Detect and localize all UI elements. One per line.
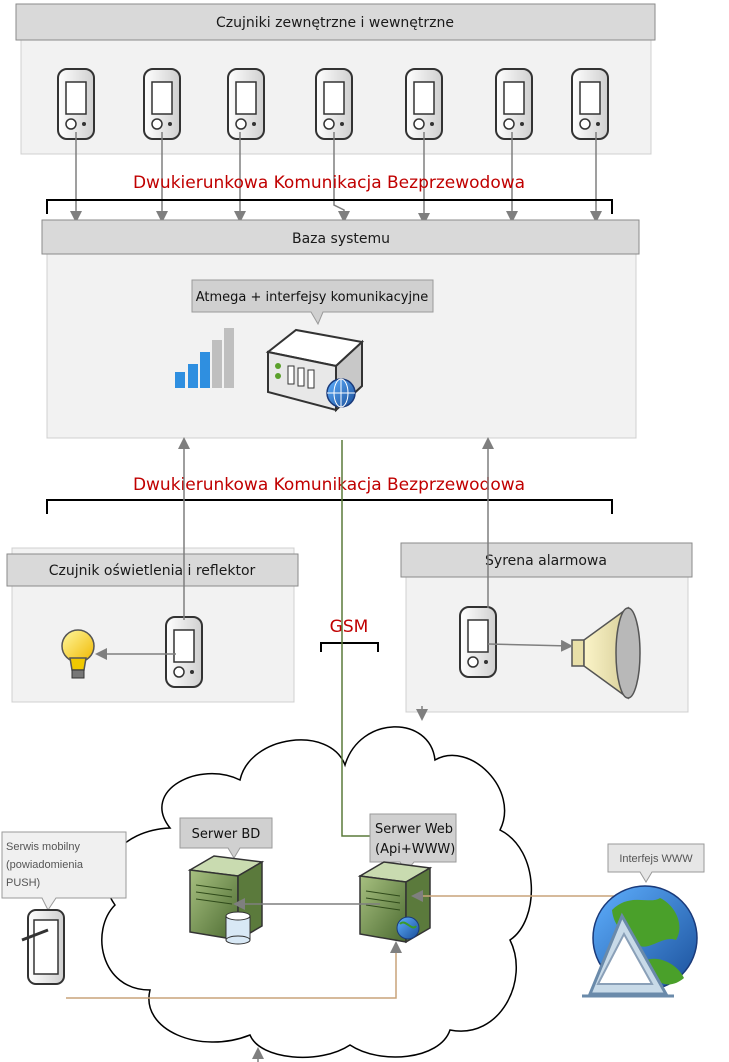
triangle-marker-icon bbox=[582, 912, 674, 998]
tablet-icon[interactable] bbox=[21, 909, 65, 985]
base-panel: Baza systemu bbox=[41, 219, 640, 439]
signal-bars-icon bbox=[175, 328, 234, 388]
mobile-service-line-2: (powiadomienia bbox=[6, 859, 84, 871]
light-sensor-device[interactable] bbox=[165, 616, 203, 688]
gsm-label: GSM bbox=[330, 617, 369, 637]
sensors-panel-title: Czujniki zewnętrzne i wewnętrzne bbox=[216, 15, 454, 31]
db-server-label: Serwer BD bbox=[192, 827, 261, 842]
sensor-arrows bbox=[70, 132, 602, 225]
www-interface-callout: Interfejs WWW bbox=[607, 843, 705, 883]
siren-panel-title: Syrena alarmowa bbox=[485, 553, 607, 569]
lightbulb-icon bbox=[61, 629, 95, 679]
base-callout: Atmega + interfejsy komunikacyjne bbox=[191, 279, 434, 326]
comm-label-top: Dwukierunkowa Komunikacja Bezprzewodowa bbox=[133, 173, 525, 193]
db-server-callout: Serwer BD bbox=[179, 817, 273, 859]
gsm-bracket bbox=[320, 642, 379, 652]
sensor-device-2[interactable] bbox=[143, 68, 181, 140]
siren-device[interactable] bbox=[459, 606, 497, 678]
base-header bbox=[41, 219, 640, 255]
web-server-label-1: Serwer Web bbox=[375, 822, 453, 837]
light-panel-title: Czujnik oświetlenia i reflektor bbox=[49, 563, 256, 579]
www-interface-label: Interfejs WWW bbox=[619, 853, 693, 865]
web-server-icon bbox=[357, 861, 433, 944]
sensor-device-6[interactable] bbox=[495, 68, 533, 140]
sensors-panel-header bbox=[15, 3, 656, 41]
cloud-shape bbox=[101, 726, 533, 1059]
light-panel: Czujnik oświetlenia i reflektor bbox=[6, 547, 299, 703]
speaker-icon bbox=[571, 606, 641, 700]
mobile-service-line-1: Serwis mobilny bbox=[6, 841, 80, 853]
mobile-service-callout: Serwis mobilny (powiadomienia PUSH) bbox=[1, 831, 127, 911]
base-callout-text: Atmega + interfejsy komunikacyjne bbox=[196, 290, 429, 305]
base-title: Baza systemu bbox=[292, 231, 390, 247]
base-server-icon bbox=[265, 328, 365, 413]
sensor-device-4[interactable] bbox=[315, 68, 353, 140]
gsm-line bbox=[341, 440, 370, 837]
siren-panel-header bbox=[400, 542, 693, 578]
siren-panel: Syrena alarmowa bbox=[400, 542, 693, 713]
mobile-to-web-line bbox=[66, 941, 402, 999]
sensor-device-5[interactable] bbox=[405, 68, 443, 140]
light-panel-header bbox=[6, 553, 299, 587]
sensor-device-7[interactable] bbox=[571, 68, 609, 140]
web-server-label-2: (Api+WWW) bbox=[375, 842, 455, 857]
web-server-callout: Serwer Web (Api+WWW) bbox=[369, 813, 457, 873]
sensor-device-3[interactable] bbox=[227, 68, 265, 140]
comm-bracket-bottom bbox=[46, 499, 613, 514]
db-server-icon bbox=[187, 855, 265, 945]
siren-to-speaker-arrow bbox=[487, 639, 573, 652]
sensor-device-1[interactable] bbox=[57, 68, 95, 140]
comm-label-bottom: Dwukierunkowa Komunikacja Bezprzewodowa bbox=[133, 475, 525, 495]
comm-bracket-top bbox=[46, 199, 613, 214]
mobile-service-line-3: PUSH) bbox=[6, 877, 40, 889]
